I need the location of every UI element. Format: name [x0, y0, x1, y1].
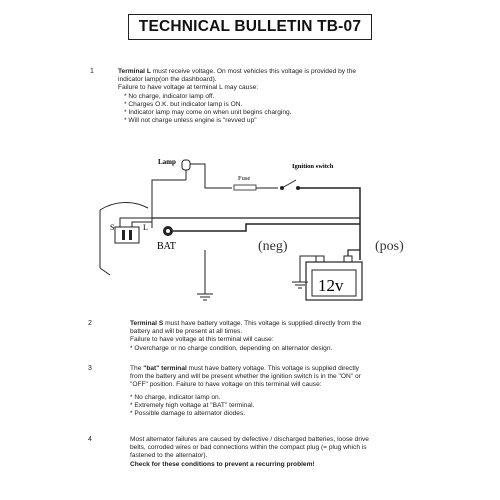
- item-3-text: The "bat" terminal must have battery vol…: [130, 365, 450, 418]
- list-item: * Possible damage to alternator diodes.: [130, 410, 246, 418]
- bat-label: BAT: [157, 241, 176, 252]
- item-number: 4: [88, 436, 92, 443]
- list-item: * No charge, indicator lamp on.: [130, 393, 221, 401]
- item-number: 3: [88, 365, 92, 372]
- list-item: * Will not charge unless engine is "revv…: [124, 117, 257, 125]
- neg-label: (neg): [258, 239, 288, 254]
- ignition-switch-label: Ignition switch: [292, 163, 334, 170]
- terminal-l-diagram-label: L: [143, 223, 148, 232]
- lamp-label: Lamp: [158, 158, 176, 166]
- lamp-wire: [151, 179, 186, 228]
- bulletin-title-box: TECHNICAL BULLETIN TB-07: [128, 14, 372, 40]
- list-item: * Charges O.K. but indicator lamp is ON.: [124, 100, 243, 108]
- terminal-s-label: S: [110, 223, 114, 232]
- list-item: * Indicator lamp may come on when unit b…: [124, 109, 292, 117]
- battery-voltage-label: 12v: [318, 276, 344, 295]
- bulletin-title: TECHNICAL BULLETIN TB-07: [138, 18, 362, 35]
- pos-label: (pos): [375, 239, 404, 254]
- ignition-switch-icon: [281, 179, 297, 189]
- ignition-wire: [298, 187, 361, 260]
- wiring-diagram: Lamp Fuse Ignition switch S L BAT (neg) …: [99, 158, 404, 301]
- terminal-s-text-label: Terminal S: [130, 320, 164, 327]
- item-1-text: Terminal L must receive voltage. On most…: [118, 68, 438, 125]
- compact-plug-icon: [114, 226, 140, 244]
- item-4-text: Most alternator failures are caused by d…: [130, 436, 369, 468]
- fuse-icon: [233, 184, 257, 191]
- list-item: * Overcharge or no charge condition, dep…: [130, 344, 333, 352]
- list-item: * Extremely high voltage at "BAT" termin…: [130, 401, 255, 409]
- fuse-label: Fuse: [238, 175, 250, 182]
- bat-terminal-text-label: "bat" terminal: [143, 365, 187, 372]
- item-number: 1: [90, 68, 94, 75]
- list-item: * No charge, indicator lamp off.: [124, 92, 215, 100]
- lamp-bulb-icon: [181, 159, 191, 171]
- bat-wire: [173, 223, 360, 232]
- closing-warning: Check for these conditions to prevent a …: [130, 460, 315, 468]
- terminal-l-label: Terminal L: [118, 68, 151, 75]
- battery-icon: [305, 261, 363, 301]
- item-2-text: Terminal S must have battery voltage. Th…: [130, 320, 450, 353]
- item-number: 2: [88, 320, 92, 327]
